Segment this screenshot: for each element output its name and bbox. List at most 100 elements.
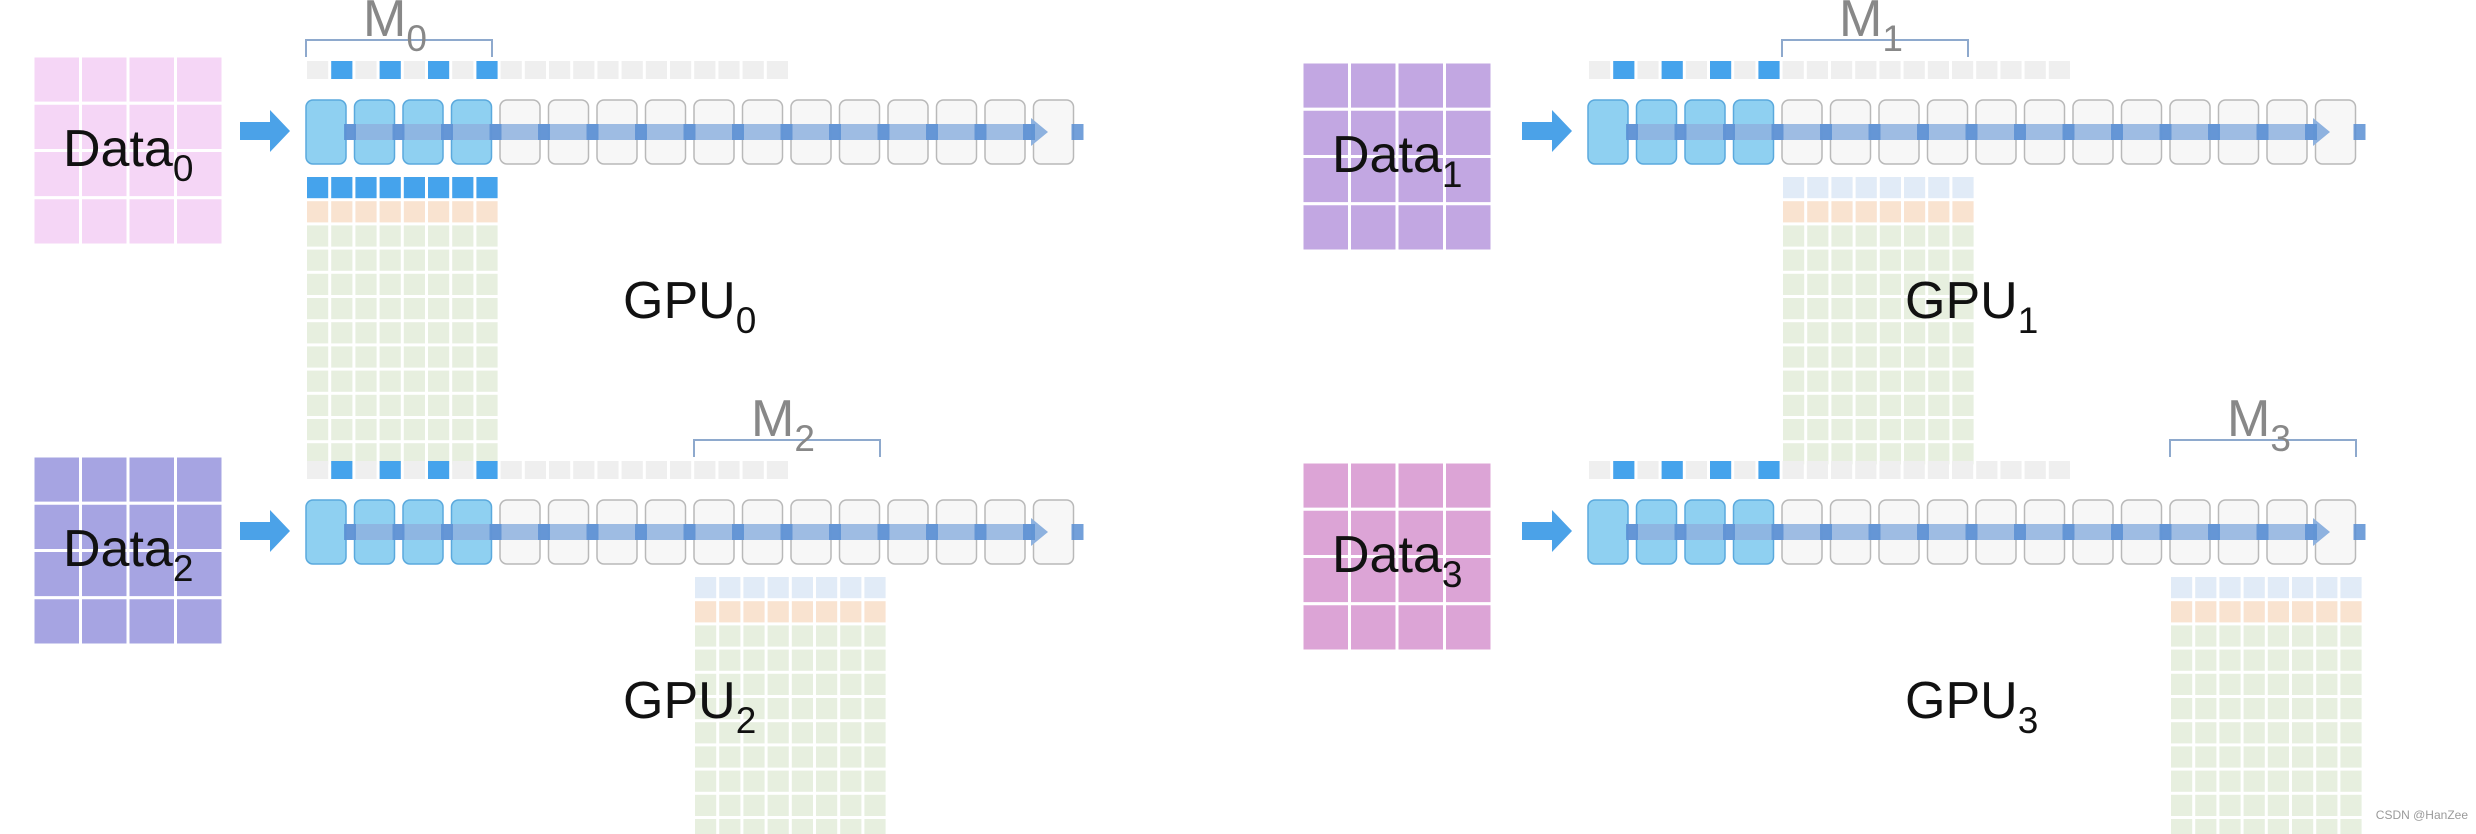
grid-cell <box>2243 698 2265 720</box>
grid-cell <box>355 201 377 223</box>
input-arrow <box>1522 110 1572 152</box>
grid-cell <box>331 443 353 465</box>
pipeline-arrow-joint <box>1820 524 1832 540</box>
grid-cell <box>2292 722 2314 744</box>
grid-cell <box>695 746 717 768</box>
grid-cell <box>2195 625 2217 647</box>
grid-cell <box>864 722 886 744</box>
grid-cell <box>476 394 498 416</box>
grid-cell <box>1783 394 1805 416</box>
grid-cell <box>2340 649 2362 671</box>
grid-cell <box>2243 649 2265 671</box>
grid-cell <box>2267 673 2289 695</box>
strip-cell <box>621 61 643 79</box>
grid-cell <box>695 722 717 744</box>
pipeline-arrow-joint <box>829 524 841 540</box>
grid-cell <box>2195 794 2217 816</box>
m-bracket <box>693 439 881 457</box>
strip-cell <box>1782 61 1804 79</box>
grid-cell <box>840 673 862 695</box>
m-label: M3 <box>2227 390 2291 459</box>
strip-mark <box>331 61 353 79</box>
grid-cell <box>2316 698 2338 720</box>
input-arrow <box>240 110 290 152</box>
data-cell <box>31 454 82 505</box>
grid-cell <box>403 322 425 344</box>
pipeline-arrow-joint <box>877 524 890 540</box>
grid-cell <box>2171 819 2193 834</box>
grid-cell <box>1952 201 1974 223</box>
gpu-label: GPU0 <box>623 272 756 341</box>
grid-cell <box>2292 601 2314 623</box>
data-cell <box>1300 60 1351 111</box>
strip-mark <box>1613 461 1635 479</box>
grid-cell <box>2219 794 2241 816</box>
grid-cell <box>695 794 717 816</box>
m-label: M0 <box>363 0 427 59</box>
strip-cell <box>1855 61 1877 79</box>
pipeline-arrow-joint <box>974 124 987 140</box>
m-bracket <box>2169 439 2357 457</box>
grid-cell <box>816 794 838 816</box>
data-label: Data2 <box>63 520 193 589</box>
grid-cell <box>307 225 329 247</box>
grid-cell <box>307 322 329 344</box>
grid-cell <box>695 698 717 720</box>
grid-cell <box>1783 225 1805 247</box>
grid-cell <box>379 298 401 320</box>
strip-cell <box>1685 461 1707 479</box>
grid-cell <box>355 443 377 465</box>
grid-cell <box>1807 346 1829 368</box>
grid-cell <box>767 673 789 695</box>
pipeline-arrow-joint <box>877 124 890 140</box>
pipeline-arrow-joint <box>780 124 793 140</box>
data-cell <box>31 596 82 647</box>
grid-cell <box>331 322 353 344</box>
pipeline-arrow-joint <box>586 124 599 140</box>
grid-cell <box>1928 443 1950 465</box>
data-cell <box>31 54 82 105</box>
m-bracket <box>1781 39 1969 57</box>
strip-mark <box>1758 461 1780 479</box>
grid-cell <box>2340 601 2362 623</box>
grid-cell <box>1783 201 1805 223</box>
grid-cell <box>1831 322 1853 344</box>
grid-cell <box>1807 273 1829 295</box>
pipeline-arrow-joint <box>2062 124 2075 140</box>
grid-cell <box>864 698 886 720</box>
grid-cell <box>2267 577 2289 599</box>
strip-cell <box>718 61 740 79</box>
grid-cell <box>2243 794 2265 816</box>
grid-cell <box>2316 601 2338 623</box>
grid-cell <box>2292 625 2314 647</box>
strip-cell <box>573 61 595 79</box>
grid-cell <box>1952 346 1974 368</box>
grid-cell <box>2292 819 2314 834</box>
grid-cell <box>379 273 401 295</box>
grid-cell <box>1952 273 1974 295</box>
grid-cell <box>1855 443 1877 465</box>
grid-cell <box>2219 770 2241 792</box>
grid-cell <box>816 601 838 623</box>
grid-cell <box>452 322 474 344</box>
grid-cell <box>355 273 377 295</box>
strip-cell <box>1952 461 1974 479</box>
grid-cell <box>2243 819 2265 834</box>
grid-cell <box>476 370 498 392</box>
grid-cell <box>743 794 765 816</box>
strip-cell <box>500 461 522 479</box>
pipeline-arrow-joint <box>1723 524 1735 540</box>
strip-cell <box>621 461 643 479</box>
grid-cell <box>743 625 765 647</box>
strip-cell <box>742 61 764 79</box>
pipeline-arrow-joint <box>2208 124 2220 140</box>
grid-cell <box>428 201 450 223</box>
grid-cell <box>1879 419 1901 441</box>
grid-cell <box>2219 601 2241 623</box>
grid-cell <box>331 346 353 368</box>
grid-cell <box>816 577 838 599</box>
grid-cell <box>767 625 789 647</box>
grid-cell <box>1879 225 1901 247</box>
